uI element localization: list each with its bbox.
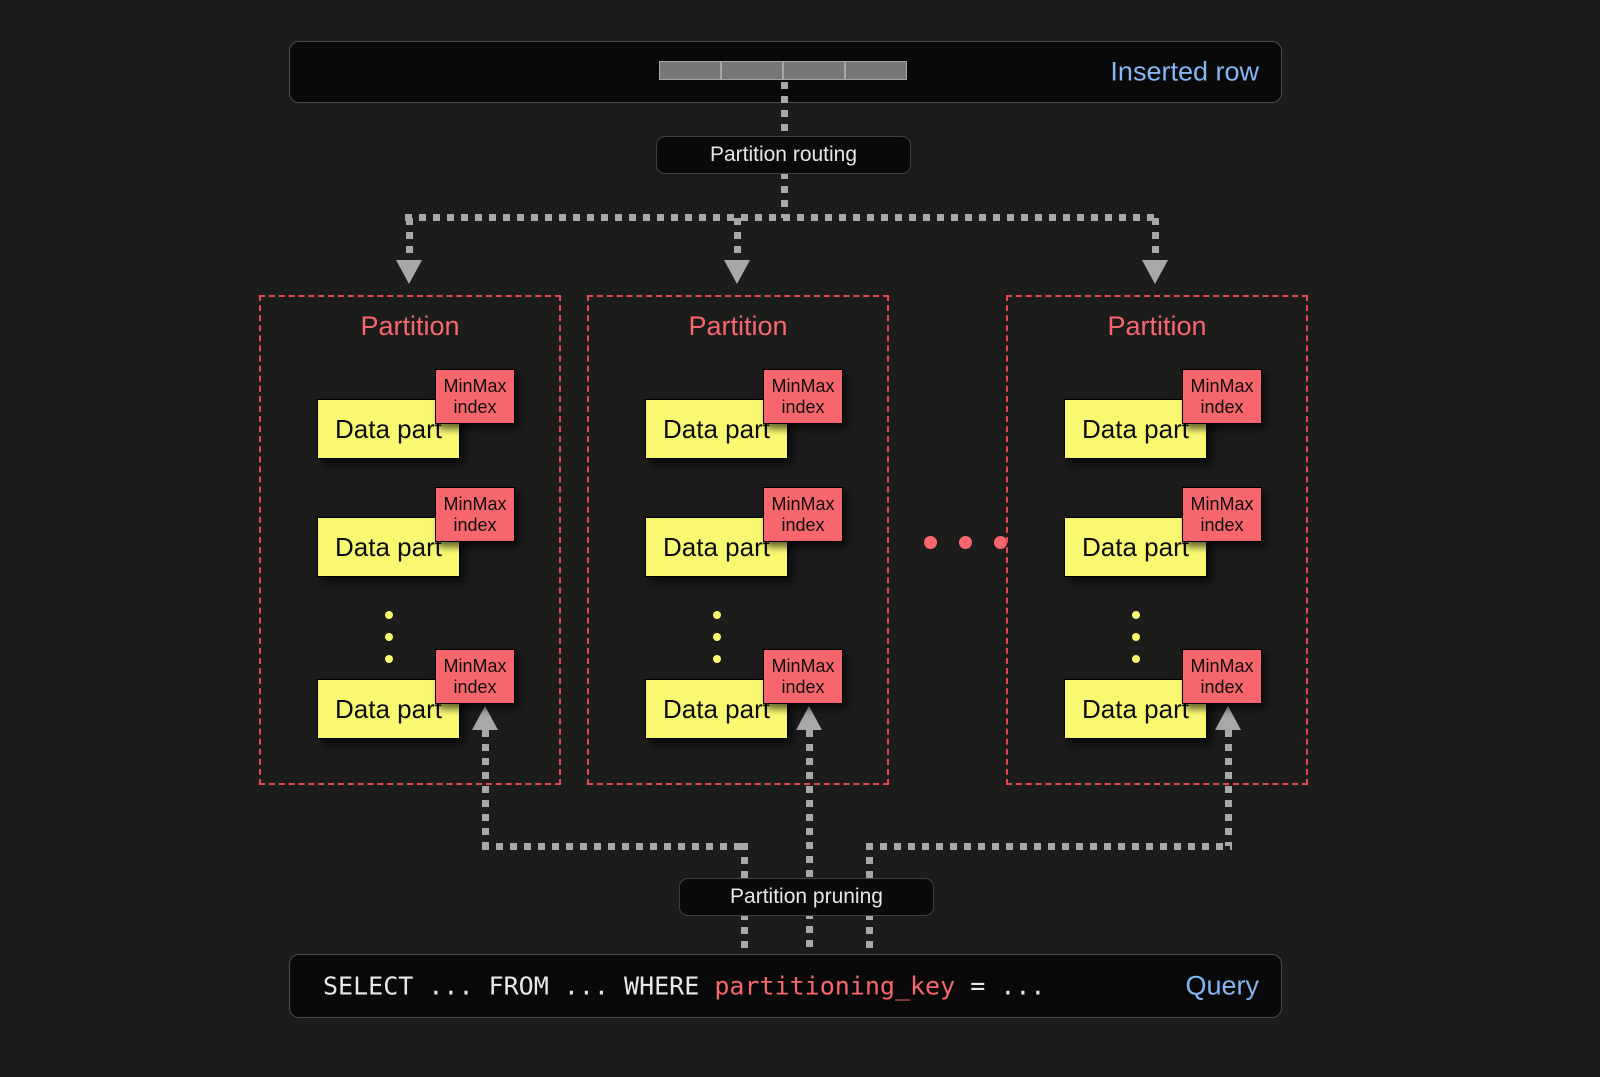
partition-1-parts-ellipsis — [385, 611, 393, 677]
query-label: Query — [1185, 970, 1259, 1001]
minmax-index-line2: index — [1200, 676, 1244, 697]
connector-routing-to-bus — [781, 172, 788, 218]
partition-3-parts-ellipsis — [1132, 611, 1140, 677]
inserted-row-cells — [659, 61, 907, 80]
minmax-index-line2: index — [453, 514, 497, 535]
arrow-to-partition-2-part — [796, 706, 822, 730]
connector-pruning-to-partition-1-v — [482, 730, 489, 846]
ellipsis-dot — [1132, 655, 1140, 663]
minmax-index-line1: MinMax — [1190, 376, 1254, 397]
partition-1[interactable]: Partition MinMax index Data part MinMax … — [259, 295, 561, 785]
minmax-index-line1: MinMax — [1190, 656, 1254, 677]
minmax-index-box[interactable]: MinMax index — [1182, 649, 1262, 704]
minmax-index-box[interactable]: MinMax index — [763, 487, 843, 542]
ellipsis-dot — [1132, 611, 1140, 619]
minmax-index-line1: MinMax — [771, 494, 835, 515]
minmax-index-line1: MinMax — [771, 376, 835, 397]
arrow-to-partition-2 — [724, 260, 750, 284]
partition-routing-label: Partition routing — [709, 143, 858, 166]
row-cell — [783, 61, 845, 80]
minmax-index-line1: MinMax — [443, 656, 507, 677]
connector-bus-to-partition-3 — [1152, 218, 1159, 264]
minmax-index-line2: index — [453, 676, 497, 697]
ellipsis-dot — [959, 536, 972, 549]
connector-pruning-to-partition-2 — [806, 730, 813, 951]
minmax-index-line1: MinMax — [771, 656, 835, 677]
data-part-box[interactable]: Data part — [645, 399, 788, 459]
minmax-index-box[interactable]: MinMax index — [763, 369, 843, 424]
arrow-to-partition-3-part — [1215, 706, 1241, 730]
row-cell — [721, 61, 783, 80]
partition-2[interactable]: Partition MinMax index Data part MinMax … — [587, 295, 889, 785]
partition-2-parts-ellipsis — [713, 611, 721, 677]
ellipsis-dot — [713, 633, 721, 641]
partition-2-title: Partition — [688, 311, 788, 341]
arrow-to-partition-1 — [396, 260, 422, 284]
inserted-row-label: Inserted row — [1110, 56, 1259, 87]
minmax-index-line2: index — [781, 396, 825, 417]
ellipsis-dot — [385, 611, 393, 619]
minmax-index-box[interactable]: MinMax index — [763, 649, 843, 704]
ellipsis-dot — [713, 611, 721, 619]
partition-1-title: Partition — [360, 311, 460, 341]
minmax-index-box[interactable]: MinMax index — [435, 487, 515, 542]
connector-pruning-to-partition-3-h — [866, 843, 1232, 850]
connector-bus-to-partition-1 — [406, 218, 413, 264]
ellipsis-dot — [924, 536, 937, 549]
query-suffix: = ... — [955, 971, 1046, 1001]
partition-3-title: Partition — [1107, 311, 1207, 341]
ellipsis-dot — [385, 633, 393, 641]
ellipsis-dot — [385, 655, 393, 663]
connector-pruning-to-partition-1-h — [482, 843, 748, 850]
row-cell — [659, 61, 721, 80]
minmax-index-line2: index — [453, 396, 497, 417]
data-part-box[interactable]: Data part — [317, 679, 460, 739]
connector-pruning-to-partition-3-v — [1225, 730, 1232, 846]
minmax-index-box[interactable]: MinMax index — [435, 369, 515, 424]
ellipsis-dot — [1132, 633, 1140, 641]
query-prefix: SELECT ... FROM ... WHERE — [323, 971, 715, 1001]
routing-bus-line — [405, 214, 1158, 221]
minmax-index-line1: MinMax — [1190, 494, 1254, 515]
arrow-to-partition-3 — [1142, 260, 1168, 284]
connector-bus-to-partition-2 — [734, 218, 741, 264]
partition-pruning-box: Partition pruning — [679, 878, 934, 916]
row-cell — [845, 61, 907, 80]
partitions-ellipsis — [924, 536, 1007, 549]
minmax-index-line1: MinMax — [443, 376, 507, 397]
minmax-index-line2: index — [1200, 396, 1244, 417]
query-bar: SELECT ... FROM ... WHERE partitioning_k… — [289, 954, 1282, 1018]
minmax-index-line2: index — [781, 514, 825, 535]
minmax-index-box[interactable]: MinMax index — [1182, 369, 1262, 424]
data-part-box[interactable]: Data part — [317, 399, 460, 459]
minmax-index-line2: index — [1200, 514, 1244, 535]
minmax-index-line1: MinMax — [443, 494, 507, 515]
arrow-to-partition-1-part — [472, 706, 498, 730]
query-sql-text: SELECT ... FROM ... WHERE partitioning_k… — [323, 972, 1045, 1001]
minmax-index-box[interactable]: MinMax index — [435, 649, 515, 704]
connector-row-to-routing — [781, 82, 788, 138]
partition-pruning-label: Partition pruning — [730, 885, 883, 908]
partition-routing-box: Partition routing — [656, 136, 911, 174]
query-partitioning-key: partitioning_key — [714, 971, 956, 1001]
minmax-index-line2: index — [781, 676, 825, 697]
ellipsis-dot — [994, 536, 1007, 549]
minmax-index-box[interactable]: MinMax index — [1182, 487, 1262, 542]
partition-3[interactable]: Partition MinMax index Data part MinMax … — [1006, 295, 1308, 785]
ellipsis-dot — [713, 655, 721, 663]
data-part-box[interactable]: Data part — [1064, 679, 1207, 739]
